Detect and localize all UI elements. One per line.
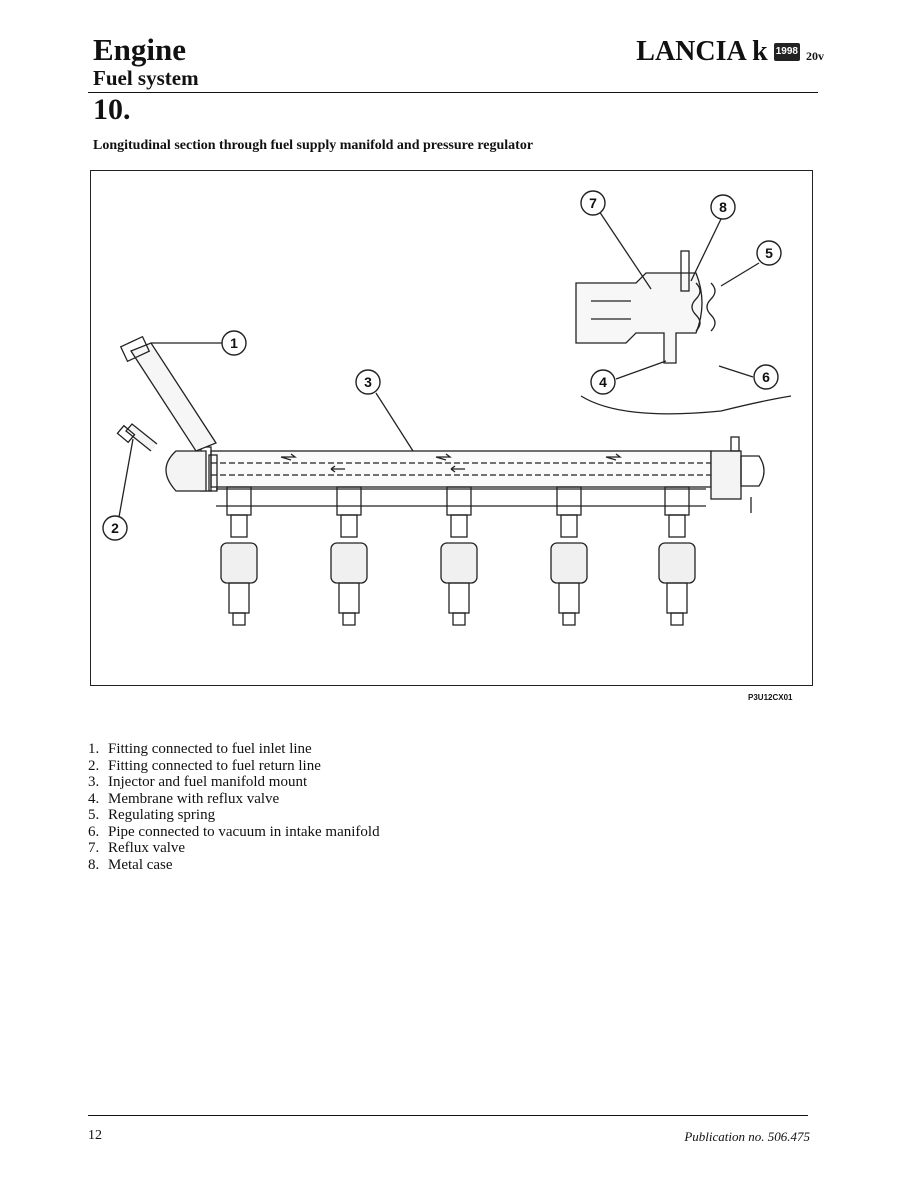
figure-caption: Longitudinal section through fuel supply…: [93, 138, 534, 153]
injectors: [220, 486, 696, 626]
figure-frame: 1 2 3 4 5 6 7 8: [90, 170, 813, 686]
svg-text:7: 7: [589, 195, 597, 211]
footer-divider: [88, 1115, 808, 1116]
callout-1: 1: [221, 330, 247, 356]
legend-list: 1.Fitting connected to fuel inlet line 2…: [88, 741, 380, 873]
svg-text:8: 8: [719, 199, 727, 215]
legend-item: 4.Membrane with reflux valve: [88, 790, 280, 807]
callout-3: 3: [355, 369, 381, 395]
legend-item: 1.Fitting connected to fuel inlet line: [88, 741, 312, 757]
callout-5: 5: [756, 240, 782, 266]
legend-item: 2.Fitting connected to fuel return line: [88, 757, 321, 774]
legend-item: 6.Pipe connected to vacuum in intake man…: [88, 823, 380, 840]
page-title: Engine: [93, 32, 187, 67]
brand-name: LANCIA k: [636, 36, 768, 67]
svg-text:6: 6: [762, 369, 770, 385]
fuel-manifold-diagram: 1 2 3 4 5 6 7 8: [102, 190, 792, 626]
legend-item: 7.Reflux valve: [88, 840, 186, 856]
callout-7: 7: [580, 190, 606, 216]
page-subtitle: Fuel system: [93, 66, 199, 90]
page-number: 12: [88, 1128, 102, 1143]
svg-text:2: 2: [111, 520, 119, 536]
callout-leaders: [118, 210, 760, 518]
header-divider: [88, 92, 818, 93]
legend-item: 5.Regulating spring: [88, 807, 216, 823]
callout-6: 6: [753, 364, 779, 390]
brand-logo: LANCIA k 1998 20v: [636, 36, 824, 68]
callout-8: 8: [710, 194, 736, 220]
svg-text:3: 3: [364, 374, 372, 390]
regulator-end: [710, 436, 765, 513]
svg-text:4: 4: [599, 374, 607, 390]
callout-2: 2: [102, 515, 128, 541]
legend-item: 8.Metal case: [88, 856, 173, 873]
engine-variant: 20v: [806, 49, 824, 63]
model-year-badge: 1998: [773, 43, 800, 61]
legend-item: 3.Injector and fuel manifold mount: [88, 774, 308, 790]
callout-markers: 1 2 3 4 5 6 7 8: [102, 190, 782, 541]
figure-reference-code: P3U12CX01: [748, 693, 793, 702]
fuel-rail: [210, 450, 712, 507]
publication-number: Publication no. 506.475: [684, 1129, 810, 1144]
section-number: 10.: [93, 93, 131, 126]
svg-text:5: 5: [765, 245, 773, 261]
regulator-detail: [575, 250, 792, 415]
inlet-end: [116, 335, 218, 492]
callout-4: 4: [590, 369, 616, 395]
svg-text:1: 1: [230, 335, 238, 351]
